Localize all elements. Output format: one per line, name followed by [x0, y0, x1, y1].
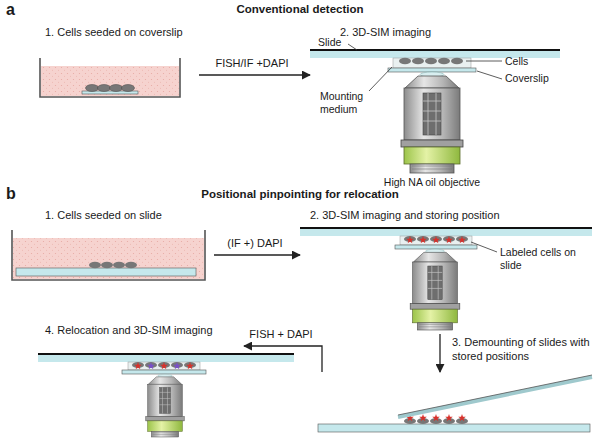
demounted-slide: [445, 414, 453, 421]
step-heading: 4. Relocation and 3D-SIM imaging: [45, 324, 244, 338]
labeled-cells: [128, 362, 200, 370]
coverslip-cells: [82, 85, 138, 95]
leader-line: [471, 242, 497, 252]
culture-dish: [16, 268, 196, 276]
labeled-cells: [186, 362, 194, 369]
coverslip-cells: [122, 85, 135, 92]
glass-slide: [300, 227, 592, 229]
step-heading: 2. 3D-SIM imaging and storing position: [310, 209, 599, 223]
mounted-cells: [388, 68, 476, 72]
leader-line: [466, 61, 502, 62]
coverslip-cells: [110, 85, 123, 92]
labeled-cells: [432, 236, 440, 243]
step-panel: 4. Relocation and 3D-SIM imaging: [8, 322, 244, 440]
leader-line: [348, 44, 502, 91]
labeled-cells: [173, 362, 181, 369]
demounted-slide: [318, 414, 590, 432]
labeled-cells: [160, 362, 168, 369]
step-heading: 1. Cells seeded on slide: [45, 209, 214, 223]
lifted-coverslip: [398, 377, 592, 417]
part-label: Cells: [505, 55, 528, 68]
step-panel: 1. Cells seeded on coverslip: [30, 24, 199, 104]
labeled-cells: [419, 236, 427, 243]
glass-slide: [38, 354, 294, 362]
labeled-cells: [122, 362, 206, 374]
objective-lens: [410, 249, 460, 330]
demounted-slide: [458, 414, 466, 421]
step-panel: 2. 3D-SIM imaging and storing position: [300, 207, 599, 334]
panel-letter: b: [6, 184, 16, 203]
mounted-cells: [425, 58, 437, 64]
coverslip-cells: [98, 85, 111, 92]
step-heading: 2. 3D-SIM imaging: [340, 26, 594, 40]
culture-dish: [40, 58, 180, 97]
process-arrow: [214, 254, 300, 255]
step-heading: 1. Cells seeded on coverslip: [45, 26, 199, 40]
labeled-cells: [445, 236, 453, 243]
process-arrow: [439, 334, 440, 372]
glass-slide: [300, 228, 592, 236]
objective-lens: [401, 72, 463, 173]
process-arrow: [244, 346, 322, 372]
labeled-cells: [395, 236, 477, 249]
leader-line: [477, 71, 502, 79]
mounted-cells: [451, 58, 463, 64]
culture-dish: [89, 262, 101, 268]
labeled-cells: [400, 236, 472, 245]
objective-lens: [401, 72, 463, 173]
step-heading: 3. Demounting of slides with stored posi…: [452, 336, 592, 364]
mounted-cells: [412, 58, 424, 64]
glass-slide: [300, 228, 592, 236]
coverslip-cells: [86, 85, 99, 92]
panel-title: Conventional detection: [150, 3, 450, 17]
leader-line: [471, 242, 497, 252]
lifted-coverslip: [398, 375, 592, 417]
demounted-slide: [432, 414, 440, 421]
objective-lens: [146, 374, 184, 437]
labeled-cells: [147, 362, 155, 369]
mounted-cells: [438, 58, 450, 64]
step-panel: 1. Cells seeded on slide: [8, 207, 214, 282]
labeled-cells: [395, 245, 477, 249]
arrow-label: FISH + DAPI: [247, 328, 314, 340]
part-label: Mounting medium: [320, 90, 382, 115]
mounted-cells: [399, 58, 411, 64]
process-arrow: [199, 74, 310, 75]
culture-dish: [12, 230, 205, 280]
labeled-cells: [134, 362, 142, 369]
part-label: Labeled cells on slide: [500, 246, 590, 271]
culture-dish: [13, 238, 204, 279]
arrow-label: FISH/IF +DAPI: [213, 57, 290, 69]
labeled-cells: [406, 236, 414, 243]
demounted-slide: [419, 414, 427, 421]
culture-dish: [125, 262, 137, 268]
panel-letter: a: [6, 0, 15, 19]
glass-slide: [310, 49, 560, 51]
lifted-coverslip: [398, 375, 592, 415]
part-label: Coverslip: [505, 72, 549, 85]
culture-dish: [41, 66, 179, 96]
culture-dish: [40, 58, 180, 97]
glass-slide: [38, 354, 294, 362]
arrow-label: (IF +) DAPI: [225, 237, 284, 249]
culture-dish: [101, 262, 113, 268]
leader-line: [348, 44, 357, 50]
mounted-cells: [393, 58, 471, 68]
demounted-slide: [318, 424, 590, 432]
step-panel: 3. Demounting of slides with stored posi…: [305, 372, 595, 438]
objective-lens: [146, 374, 184, 437]
panel-title: Positional pinpointing for relocation: [130, 188, 470, 202]
glass-slide: [38, 353, 294, 355]
culture-dish: [12, 230, 205, 280]
objective-lens: [410, 249, 460, 330]
culture-dish: [113, 262, 125, 268]
mounted-cells: [388, 58, 476, 72]
part-label: Slide: [318, 36, 341, 49]
labeled-cells: [122, 370, 206, 374]
labeled-cells: [458, 236, 466, 243]
leader-line: [369, 67, 392, 91]
part-label: High NA oil objective: [362, 176, 502, 189]
